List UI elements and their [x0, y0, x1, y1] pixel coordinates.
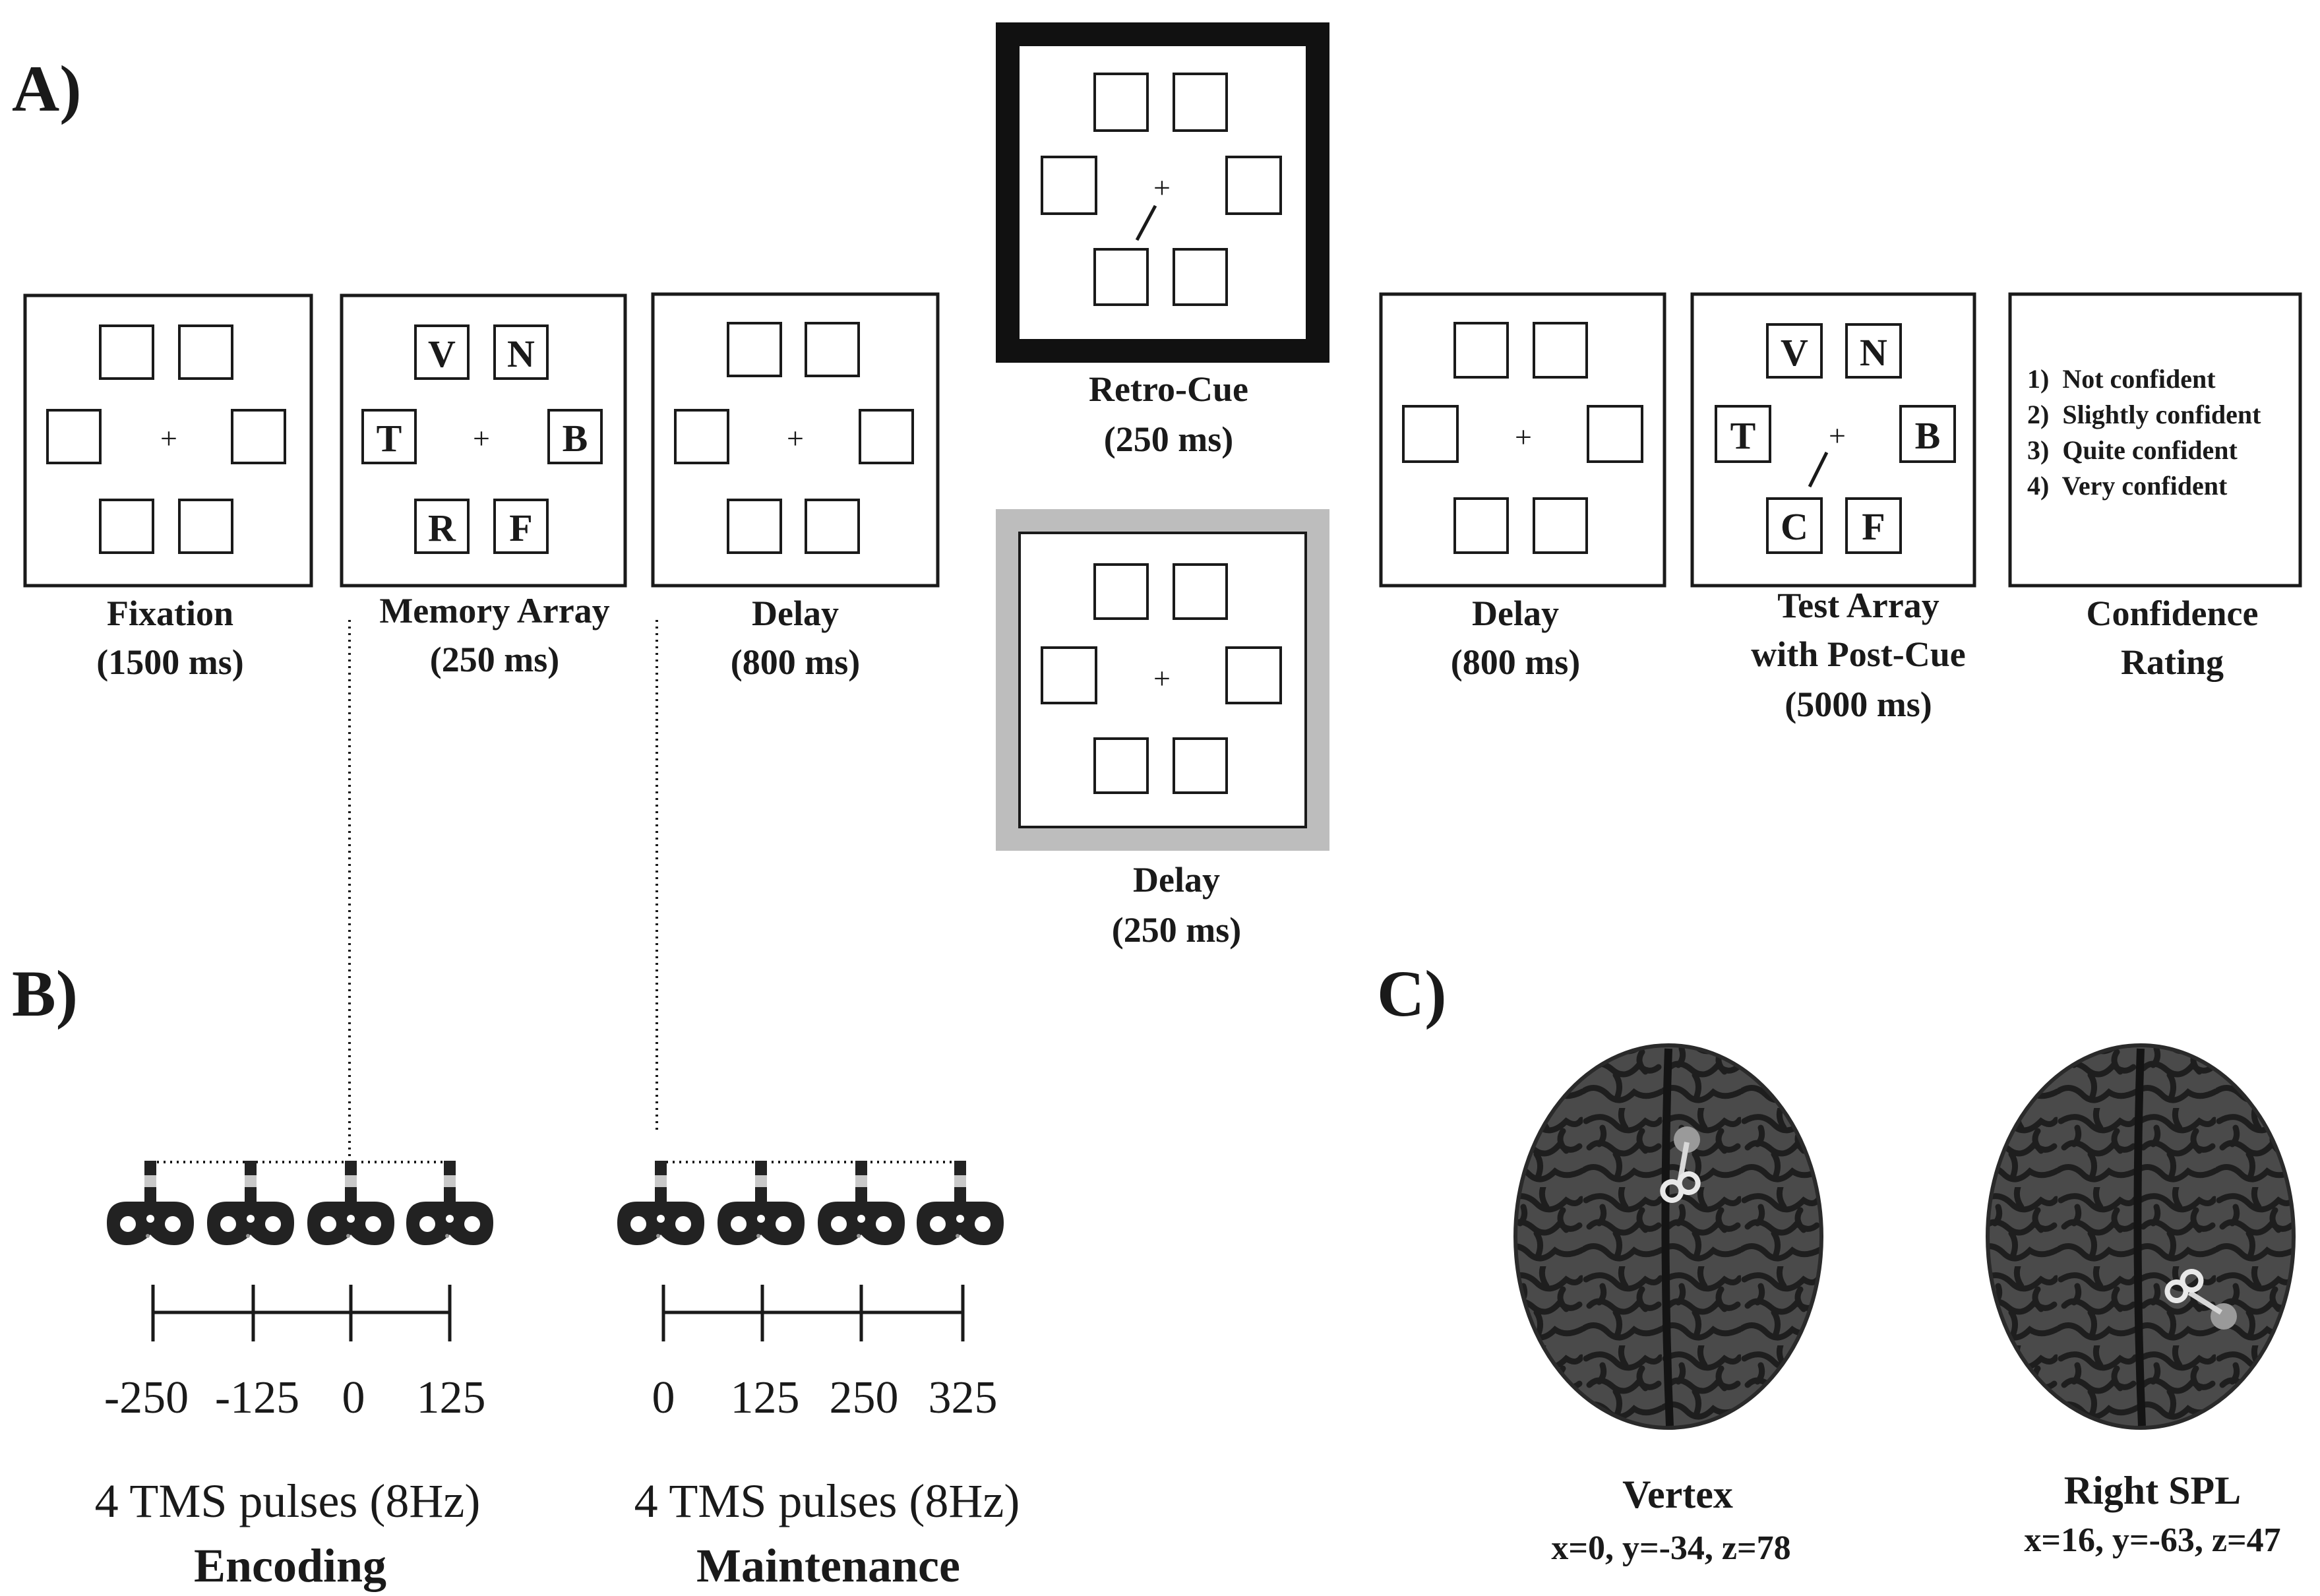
memory-array-caption: Memory Array [379, 591, 609, 630]
maintenance-phase-label: Maintenance [696, 1539, 960, 1592]
letter-bottom-right: F [1862, 505, 1885, 548]
delay-screen-2: + [1379, 292, 1666, 588]
post-cue-line [1808, 451, 1829, 488]
tick-label: 125 [417, 1372, 486, 1423]
panel-a-label: A) [12, 52, 82, 125]
tms-coil-icon [406, 1161, 493, 1245]
retro-cue-duration: (250 ms) [1104, 419, 1233, 459]
confidence-option-1: 1) Not confident [2027, 364, 2216, 394]
confidence-screen: 1) Not confident 2) Slightly confident 3… [2008, 292, 2302, 588]
delay-screen-1: + [651, 292, 940, 588]
fixation-cross: + [787, 421, 804, 455]
fixation-cross: + [1515, 420, 1532, 454]
letter-top-left: V [1781, 331, 1808, 374]
delay-2-caption: Delay [1472, 594, 1559, 633]
timing-connectors [150, 620, 963, 1163]
fixation-cross: + [160, 421, 177, 455]
tick-label: 125 [731, 1372, 800, 1423]
delay-1-duration: (800 ms) [731, 642, 860, 682]
letter-bottom-right: F [509, 506, 532, 549]
delay-gray-screen: + [996, 509, 1329, 851]
letter-mid-right: B [1915, 414, 1941, 457]
retro-cue-caption: Retro-Cue [1089, 369, 1248, 409]
tick-label: -250 [104, 1372, 189, 1423]
fixation-screen: + [23, 293, 313, 588]
test-array-duration: (5000 ms) [1785, 685, 1932, 724]
encoding-pulses-label: 4 TMS pulses (8Hz) [95, 1475, 481, 1527]
brain-vertex [1513, 1043, 1823, 1430]
memory-array-duration: (250 ms) [430, 640, 559, 679]
stimulation-target-marker [1674, 1126, 1700, 1153]
confidence-caption-2: Rating [2121, 642, 2224, 682]
panel-c-label: C) [1377, 957, 1447, 1030]
letter-mid-left: T [1730, 414, 1756, 457]
letter-bottom-left: R [428, 506, 456, 549]
fixation-duration: (1500 ms) [96, 642, 243, 682]
tick-label: 0 [342, 1372, 365, 1423]
delay-1-caption: Delay [752, 594, 839, 633]
letter-mid-left: T [377, 417, 402, 460]
brain-right-spl [1986, 1043, 2296, 1430]
encoding-phase-label: Encoding [194, 1539, 386, 1592]
confidence-caption: Confidence [2087, 594, 2259, 633]
fixation-cross: + [1153, 661, 1171, 695]
fixation-cross: + [473, 421, 490, 455]
delay-gray-caption: Delay [1133, 860, 1220, 900]
tms-coil-icon [617, 1161, 704, 1245]
panel-b-label: B) [12, 957, 78, 1030]
retro-cue-line [1135, 204, 1157, 241]
delay-2-duration: (800 ms) [1451, 642, 1580, 682]
tick-label: 325 [929, 1372, 998, 1423]
fixation-cross: + [1829, 419, 1846, 452]
retro-cue-screen: + [996, 22, 1329, 363]
confidence-option-2: 2) Slightly confident [2027, 400, 2261, 429]
memory-array-screen: V N T B R F + [340, 293, 627, 588]
fixation-cross: + [1153, 171, 1171, 204]
confidence-option-3: 3) Quite confident [2027, 435, 2238, 465]
maintenance-pulses-label: 4 TMS pulses (8Hz) [634, 1475, 1020, 1527]
tick-label: 0 [652, 1372, 675, 1423]
letter-bottom-left: C [1781, 505, 1808, 548]
tms-coil-icon [717, 1161, 805, 1245]
letter-top-right: N [1860, 331, 1887, 374]
tms-coil-icon [207, 1161, 294, 1245]
maintenance-timeline: 0 125 250 325 [617, 1161, 1004, 1423]
tms-coil-icon [818, 1161, 905, 1245]
confidence-option-4: 4) Very confident [2027, 471, 2228, 501]
vertex-coords: x=0, y=-34, z=78 [1551, 1529, 1790, 1567]
spl-label: Right SPL [2064, 1469, 2241, 1512]
vertex-label: Vertex [1622, 1473, 1733, 1516]
tms-coil-icon [107, 1161, 194, 1245]
letter-mid-right: B [563, 417, 588, 460]
test-array-caption: Test Array [1777, 586, 1939, 625]
test-array-caption-2: with Post-Cue [1751, 634, 1965, 674]
tick-label: -125 [215, 1372, 299, 1423]
tms-coil-icon [917, 1161, 1004, 1245]
encoding-timeline: -250 -125 0 125 [104, 1161, 493, 1423]
delay-gray-duration: (250 ms) [1112, 910, 1241, 950]
tms-coil-icon [307, 1161, 394, 1245]
spl-coords: x=16, y=-63, z=47 [2024, 1521, 2280, 1559]
tick-label: 250 [830, 1372, 899, 1423]
test-array-screen: V N T B C F + [1690, 292, 1976, 588]
letter-top-right: N [507, 332, 535, 375]
letter-top-left: V [428, 332, 456, 375]
fixation-caption: Fixation [107, 594, 233, 633]
placeholder-boxes [46, 324, 286, 554]
